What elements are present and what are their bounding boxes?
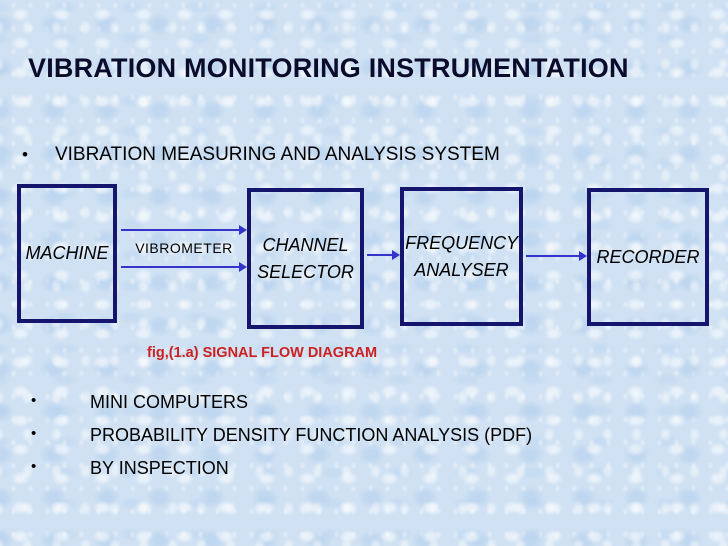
arrow-machine-to-channel-bottom xyxy=(121,266,240,268)
arrow-frequency-to-recorder xyxy=(526,255,580,257)
slide-title: VIBRATION MONITORING INSTRUMENTATION xyxy=(28,53,629,83)
box-label-machine: MACHINE xyxy=(25,243,109,264)
box-label-frequency-analyser: FREQUENCY ANALYSER xyxy=(405,233,519,280)
figure-caption: fig,(1.a) SIGNAL FLOW DIAGRAM xyxy=(147,345,378,361)
bullet-icon: • xyxy=(22,145,28,164)
arrow-channel-to-frequency xyxy=(367,254,393,256)
list-item: • MINI COMPUTERS xyxy=(0,391,728,424)
box-label-channel-selector: CHANNEL SELECTOR xyxy=(257,235,354,282)
bullet-icon: • xyxy=(31,458,37,475)
bottom-bullet-list: • MINI COMPUTERS • PROBABILITY DENSITY F… xyxy=(0,391,728,490)
bullet-label: PROBABILITY DENSITY FUNCTION ANALYSIS (P… xyxy=(90,425,533,445)
box-label-recorder: RECORDER xyxy=(596,246,700,267)
list-item: • PROBABILITY DENSITY FUNCTION ANALYSIS … xyxy=(0,424,728,457)
diagram-box-recorder: RECORDER xyxy=(587,188,709,326)
arrowhead-icon xyxy=(579,251,587,261)
main-bullet-item: • VIBRATION MEASURING AND ANALYSIS SYSTE… xyxy=(22,143,500,167)
bullet-icon: • xyxy=(31,392,37,409)
connector-label-vibrometer: VIBROMETER xyxy=(135,240,233,256)
arrowhead-icon xyxy=(239,225,247,235)
arrow-machine-to-channel-top xyxy=(121,229,240,231)
bullet-label: BY INSPECTION xyxy=(90,458,229,478)
main-bullet-label: VIBRATION MEASURING AND ANALYSIS SYSTEM xyxy=(54,144,500,165)
arrowhead-icon xyxy=(392,250,400,260)
diagram-box-machine: MACHINE xyxy=(17,184,117,323)
arrowhead-icon xyxy=(239,262,247,272)
bullet-icon: • xyxy=(31,425,37,442)
list-item: • BY INSPECTION xyxy=(0,457,728,490)
diagram-box-frequency-analyser: FREQUENCY ANALYSER xyxy=(400,187,523,326)
bullet-label: MINI COMPUTERS xyxy=(90,392,249,412)
diagram-box-channel-selector: CHANNEL SELECTOR xyxy=(247,188,364,329)
